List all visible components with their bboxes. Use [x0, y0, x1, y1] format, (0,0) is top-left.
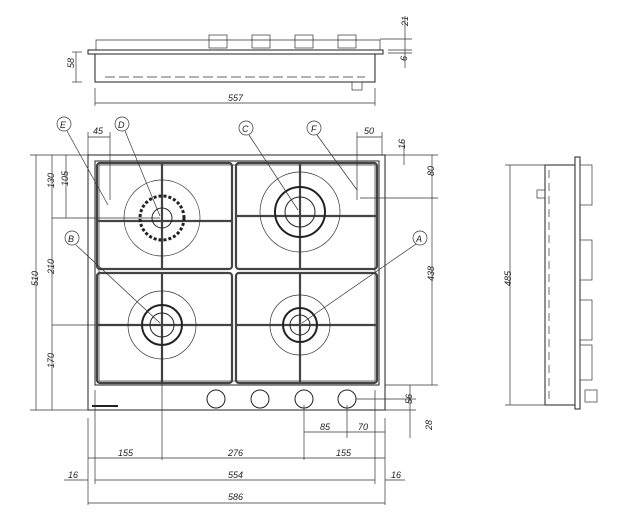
dim-554: 554 [228, 470, 243, 480]
side-knob [584, 389, 598, 403]
dim-485: 485 [503, 270, 513, 286]
dim-58: 58 [66, 58, 76, 68]
burner-A [269, 294, 331, 356]
dim-45: 45 [93, 126, 104, 136]
callout-D: D [118, 120, 125, 130]
dim-28: 28 [424, 420, 434, 431]
body-box [94, 53, 376, 83]
side-plate [574, 156, 581, 410]
callout-C: C [242, 124, 249, 134]
worktop-plate [87, 49, 384, 55]
dim-510: 510 [30, 271, 40, 286]
dim-21: 21 [400, 16, 410, 27]
plan-view: E D C F B A 45 50 16 105 130 80 510 [30, 116, 438, 505]
callout-F: F [311, 124, 317, 134]
dim-70: 70 [358, 422, 368, 432]
dim-80: 80 [426, 166, 436, 176]
gas-connector [351, 81, 363, 91]
callout-E: E [60, 120, 67, 130]
dim-586: 586 [228, 492, 243, 502]
side-body [544, 164, 576, 406]
dim-6: 6 [399, 56, 409, 61]
dim-85: 85 [320, 422, 331, 432]
callouts: E D C F B A [56, 116, 428, 324]
dim-276: 276 [227, 448, 243, 458]
dim-16-top: 16 [397, 139, 407, 149]
knob-caps [208, 34, 357, 49]
dim-155-right: 155 [336, 448, 352, 458]
pan-supports [95, 161, 379, 385]
dim-105: 105 [60, 170, 70, 186]
dim-50: 50 [364, 126, 374, 136]
grate-outline [95, 39, 381, 50]
dim-438: 438 [426, 266, 436, 281]
dim-16-right: 16 [391, 470, 401, 480]
grate-area [94, 160, 380, 386]
callout-A: A [415, 234, 422, 244]
dim-16-left: 16 [68, 470, 78, 480]
plan-dimensions [30, 132, 438, 505]
dim-557: 557 [228, 93, 244, 103]
side-connector [536, 189, 546, 199]
control-knobs [206, 389, 357, 409]
dim-56: 56 [404, 394, 414, 404]
side-view: 485 [503, 156, 598, 410]
burner-C [259, 171, 341, 253]
callout-B: B [68, 234, 74, 244]
dim-155-left: 155 [118, 448, 134, 458]
hob-plate [87, 154, 386, 411]
side-grates [579, 164, 593, 381]
front-view: 58 557 21 6 [66, 16, 412, 106]
dim-210: 210 [46, 259, 56, 275]
dim-130: 130 [46, 173, 56, 188]
dim-170: 170 [46, 353, 56, 368]
